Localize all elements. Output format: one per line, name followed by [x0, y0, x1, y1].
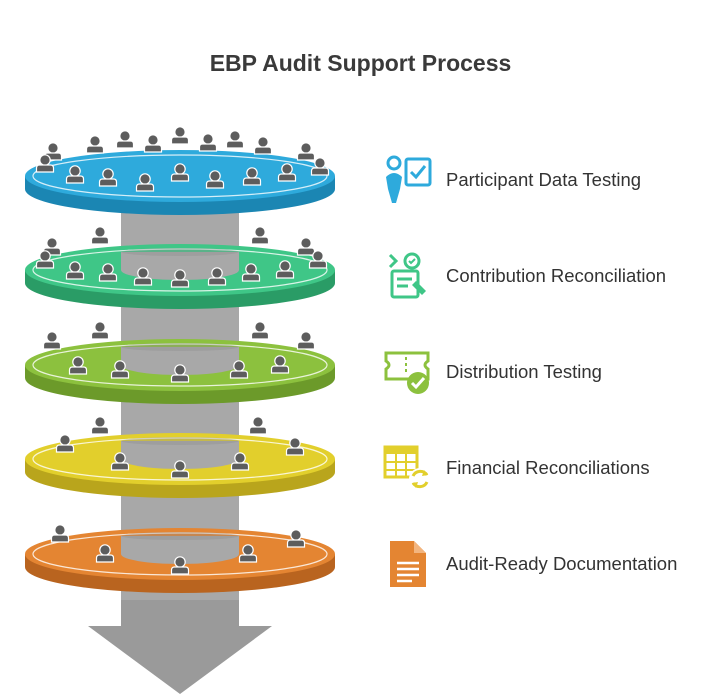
legend-label-financial-reconciliations: Financial Reconciliations	[446, 457, 650, 478]
person-icon	[296, 331, 316, 350]
stage-disc-3	[25, 321, 335, 404]
person-icon	[42, 331, 62, 350]
document-icon	[390, 541, 426, 587]
person-icon	[296, 142, 316, 161]
person-icon	[90, 226, 110, 245]
person-icon	[198, 133, 218, 152]
legend-item-audit-ready-documentation: Audit-Ready Documentation	[382, 539, 712, 589]
legend-item-financial-reconciliations: Financial Reconciliations	[382, 443, 712, 493]
person-icon	[85, 135, 105, 154]
person-icon	[250, 226, 270, 245]
diagram-title: EBP Audit Support Process	[209, 50, 512, 76]
legend-label-participant-data-testing: Participant Data Testing	[446, 169, 642, 190]
person-icon	[296, 237, 316, 256]
legend-label-distribution-testing: Distribution Testing	[446, 361, 602, 382]
person-icon	[143, 134, 163, 153]
person-icon	[115, 130, 135, 149]
stage-disc-5	[25, 524, 335, 593]
distribution-ticket-icon	[384, 351, 430, 394]
person-icon	[170, 126, 190, 145]
stage-disc-4	[25, 416, 335, 498]
person-icon	[250, 321, 270, 340]
contribution-checklist-icon	[388, 252, 426, 299]
person-icon	[50, 524, 70, 543]
participant-data-icon	[386, 155, 432, 203]
legend-item-participant-data-testing: Participant Data Testing	[382, 155, 712, 205]
financial-spreadsheet-icon	[383, 445, 431, 490]
legend-label-audit-ready-documentation: Audit-Ready Documentation	[446, 553, 678, 574]
down-arrow	[88, 596, 272, 694]
person-icon	[248, 416, 268, 435]
legend-item-contribution-reconciliation: Contribution Reconciliation	[382, 251, 712, 301]
stage-disc-2	[25, 226, 335, 309]
legend-item-distribution-testing: Distribution Testing	[382, 347, 712, 397]
person-icon	[253, 136, 273, 155]
person-icon	[90, 416, 110, 435]
person-icon	[90, 321, 110, 340]
person-icon	[225, 130, 245, 149]
stage-disc-1	[25, 126, 335, 215]
legend-label-contribution-reconciliation: Contribution Reconciliation	[446, 265, 667, 286]
